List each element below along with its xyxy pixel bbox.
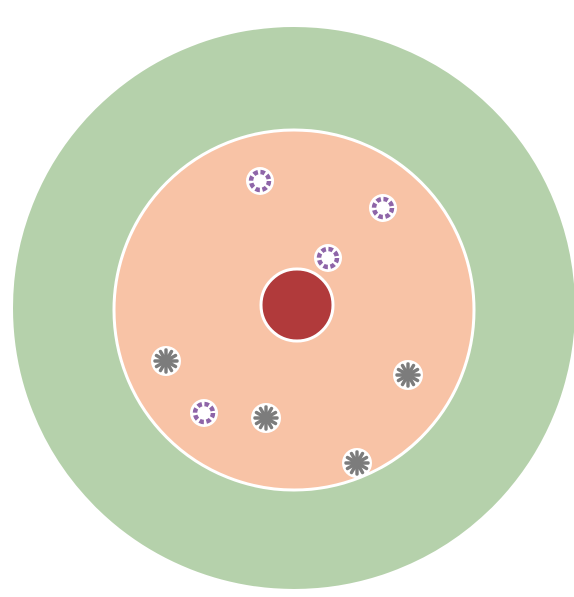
dashed-ring-icon xyxy=(369,194,397,222)
asterisk-icon xyxy=(151,346,181,376)
dashed-ring-icon xyxy=(314,244,342,272)
core xyxy=(261,269,333,341)
asterisk-icon xyxy=(342,448,372,478)
dashed-ring-icon xyxy=(246,167,274,195)
asterisk-icon xyxy=(393,360,423,390)
asterisk-icon xyxy=(251,403,281,433)
dashed-ring-icon xyxy=(190,399,218,427)
